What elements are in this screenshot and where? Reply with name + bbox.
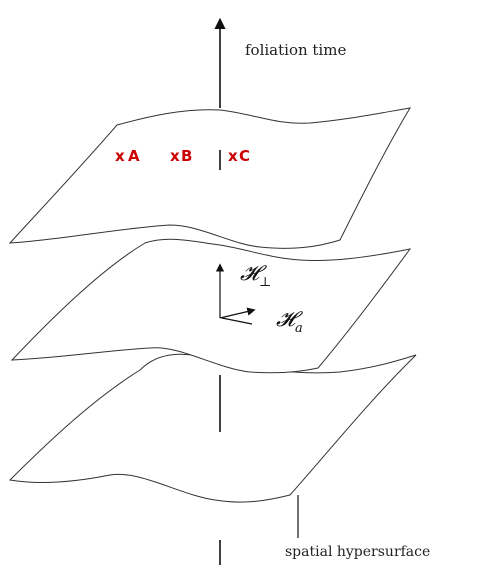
point-b: x B <box>170 147 192 165</box>
point-c-marker: x <box>228 147 238 165</box>
point-c-name: C <box>239 147 250 165</box>
point-a-name: A <box>128 147 140 165</box>
hypersurface-label: spatial hypersurface <box>285 544 430 560</box>
point-c: x C <box>228 147 250 165</box>
axis-label: foliation time <box>245 41 346 59</box>
h-a-subscript: a <box>295 321 303 336</box>
point-a-marker: x <box>115 147 125 165</box>
point-b-name: B <box>181 147 192 165</box>
h-a-vector-tail <box>221 317 253 325</box>
hypersurface-bottom <box>8 353 417 503</box>
h-a-vector <box>219 307 256 319</box>
point-b-marker: x <box>170 147 180 165</box>
hypersurface-middle <box>10 238 412 374</box>
h-perp-subscript: ⊥ <box>259 275 271 290</box>
point-a: x A <box>115 147 140 165</box>
hypersurface-top <box>8 107 411 249</box>
